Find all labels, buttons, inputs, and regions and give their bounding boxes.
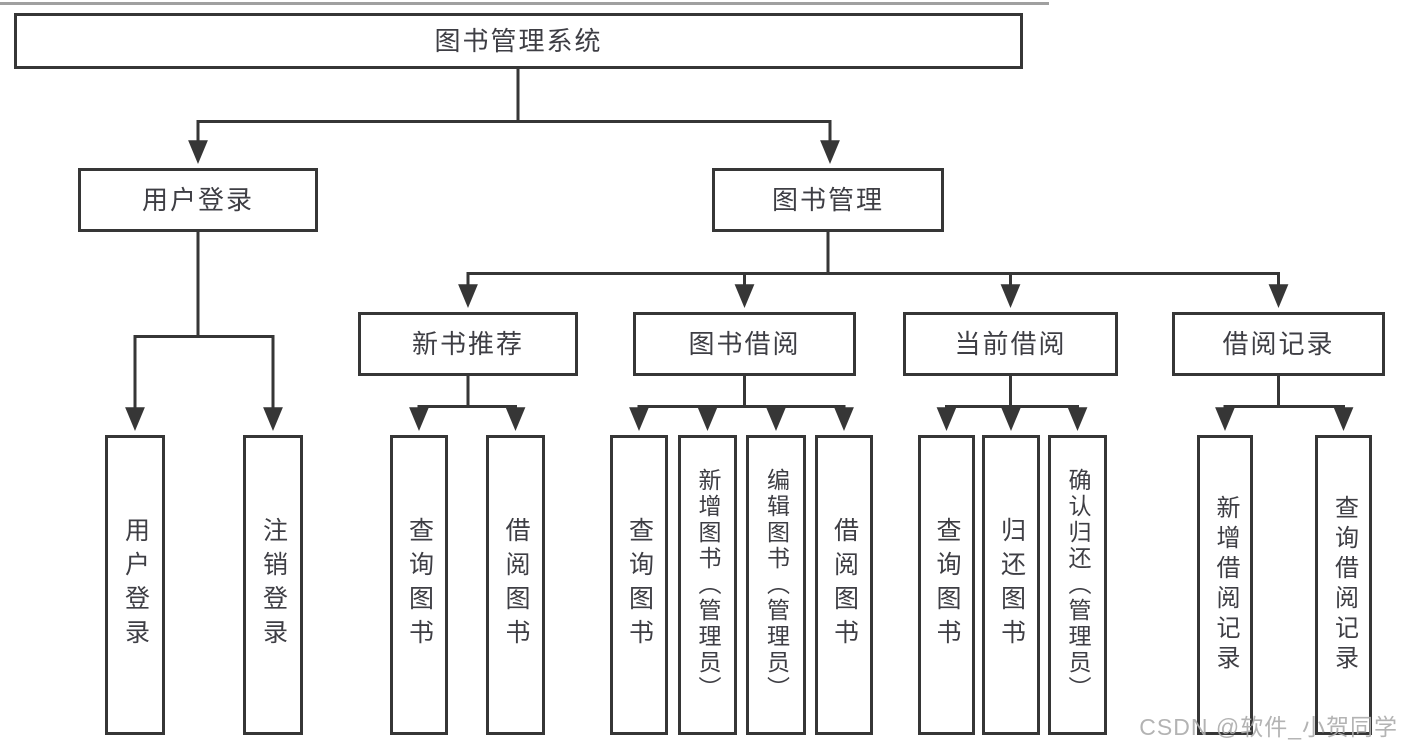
top-border-line xyxy=(0,2,1049,5)
node-user-login: 用户登录 xyxy=(78,168,318,232)
leaf-logout: 注销登录 xyxy=(243,435,303,735)
leaf-borrow-books-recommend: 借阅图书 xyxy=(486,435,545,735)
leaf-query-books-current: 查询图书 xyxy=(918,435,975,735)
node-book-borrowing: 图书借阅 xyxy=(633,312,856,376)
leaf-add-borrow-record: 新增借阅记录 xyxy=(1197,435,1253,735)
leaf-borrow-books-borrowing: 借阅图书 xyxy=(815,435,873,735)
watermark: CSDN @软件_小贺同学 xyxy=(1139,714,1398,740)
leaf-return-books: 归还图书 xyxy=(982,435,1040,735)
node-book-management: 图书管理 xyxy=(712,168,944,232)
leaf-confirm-return-admin: 确认归还（管理员） xyxy=(1048,435,1107,735)
node-new-book-recommend: 新书推荐 xyxy=(358,312,578,376)
node-current-borrowing: 当前借阅 xyxy=(903,312,1118,376)
leaf-query-books-borrowing: 查询图书 xyxy=(610,435,668,735)
leaf-add-book-admin: 新增图书（管理员） xyxy=(678,435,737,735)
leaf-query-books-recommend: 查询图书 xyxy=(390,435,448,735)
leaf-edit-book-admin: 编辑图书（管理员） xyxy=(746,435,806,735)
leaf-query-borrow-record: 查询借阅记录 xyxy=(1315,435,1372,735)
leaf-user-login: 用户登录 xyxy=(105,435,165,735)
node-borrowing-records: 借阅记录 xyxy=(1172,312,1385,376)
node-root: 图书管理系统 xyxy=(14,13,1023,69)
